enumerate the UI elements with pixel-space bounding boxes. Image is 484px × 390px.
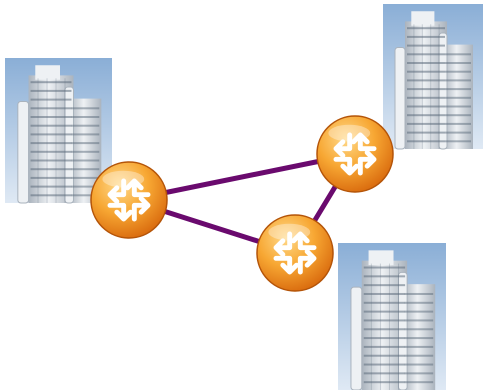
router-icon	[90, 161, 168, 239]
router-icon	[256, 214, 334, 292]
router-icon	[316, 115, 394, 193]
office-building-icon	[5, 58, 112, 204]
office-building-icon	[338, 243, 446, 390]
office-building-icon	[383, 4, 483, 150]
